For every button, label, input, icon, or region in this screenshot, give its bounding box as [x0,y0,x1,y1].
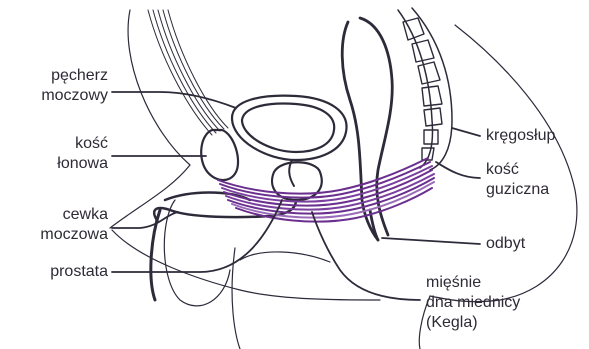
label-pelvic-floor-line-1: mięśnie [426,273,520,293]
pubic-bone-shape [201,130,238,180]
label-pubic-bone-line-2: łonowa [20,154,108,174]
perineum-contour [240,252,330,262]
pelvic-floor-muscles [218,158,434,222]
label-prostate-line-1: prostata [20,262,108,282]
label-pelvic-floor: mięśnie dna miednicy (Kegla) [426,273,520,333]
leader-bladder [112,92,236,108]
label-pelvic-floor-line-2: dna miednicy [426,293,520,313]
label-anus-line-1: odbyt [486,234,525,254]
label-pubic-bone-line-1: kość [20,134,108,154]
leader-pelvic-floor [312,212,420,300]
leader-lines [112,92,480,300]
bladder-shape [232,96,347,160]
label-urethra-line-1: cewka [20,205,108,225]
bladder-inner [242,104,334,152]
label-prostate: prostata [20,262,108,282]
label-spine-line-1: kręgosłup [486,126,555,146]
label-urethra: cewka moczowa [20,205,108,245]
label-pelvic-floor-line-3: (Kegla) [426,313,520,333]
label-pubic-bone: kość łonowa [20,134,108,174]
label-anus: odbyt [486,234,525,254]
label-coccyx-line-2: guziczna [486,180,549,200]
label-coccyx-line-1: kość [486,160,549,180]
leader-spine [452,128,480,136]
vertebrae [403,18,442,160]
label-urethra-line-2: moczowa [20,225,108,245]
label-coccyx: kość guziczna [486,160,549,200]
leader-anus [382,238,480,244]
label-bladder-line-1: pęcherz [20,66,108,86]
label-bladder: pęcherz moczowy [20,66,108,106]
leader-coccyx [436,162,480,178]
label-spine: kręgosłup [486,126,555,146]
label-bladder-line-2: moczowy [20,86,108,106]
